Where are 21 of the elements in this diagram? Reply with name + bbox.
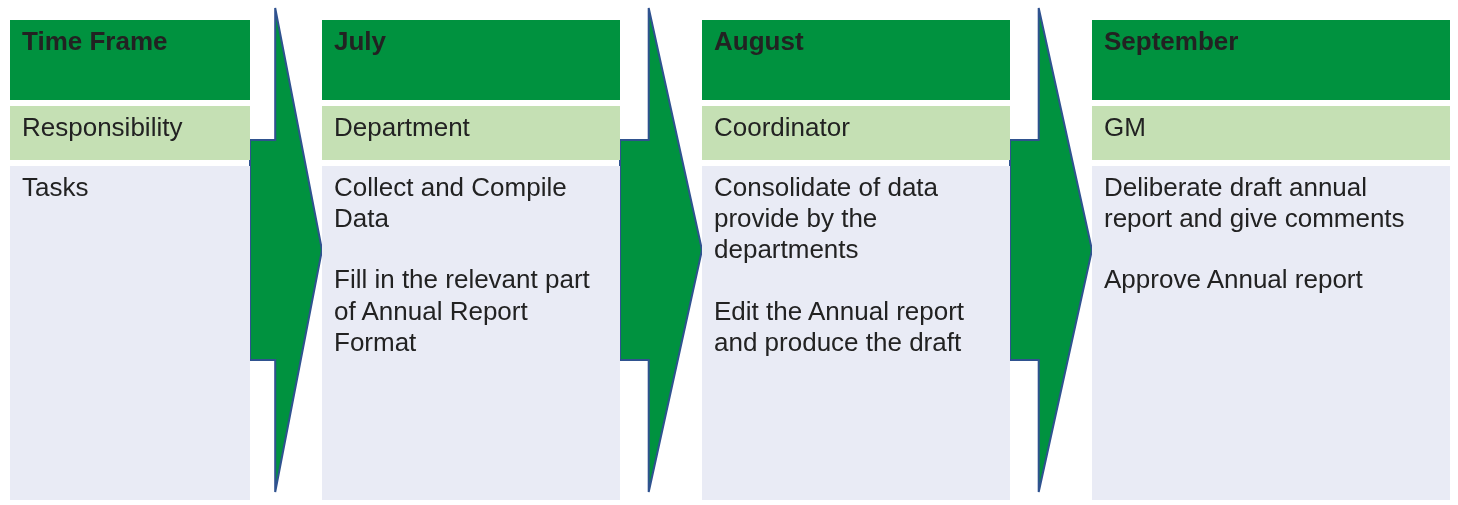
task-text: Consolidate of data provide by the departments xyxy=(714,172,940,266)
header-cell: August xyxy=(702,20,1010,100)
task-cell xyxy=(322,166,620,500)
task-cell xyxy=(702,166,1010,500)
task-text: Collect and Compile Data xyxy=(334,172,568,235)
task-text: Approve Annual report xyxy=(1104,264,1364,296)
header-cell: September xyxy=(1092,20,1450,100)
header-cell: July xyxy=(322,20,620,100)
task-text: Edit the Annual report and produce the draft xyxy=(714,295,966,358)
chevron-arrow xyxy=(619,7,704,493)
task-cell xyxy=(1092,166,1450,500)
header-cell: Time Frame xyxy=(10,20,250,100)
role-cell: Department xyxy=(322,106,620,160)
role-cell: Coordinator xyxy=(702,106,1010,160)
role-cell: GM xyxy=(1092,106,1450,160)
task-text: Deliberate draft annual report and give comments xyxy=(1104,172,1406,235)
chevron-arrow xyxy=(1009,7,1094,493)
chevron-arrow xyxy=(249,7,323,493)
task-cell: Tasks xyxy=(10,166,250,500)
task-text: Fill in the relevant part of Annual Report Format xyxy=(334,264,591,358)
role-cell: Responsibility xyxy=(10,106,250,160)
